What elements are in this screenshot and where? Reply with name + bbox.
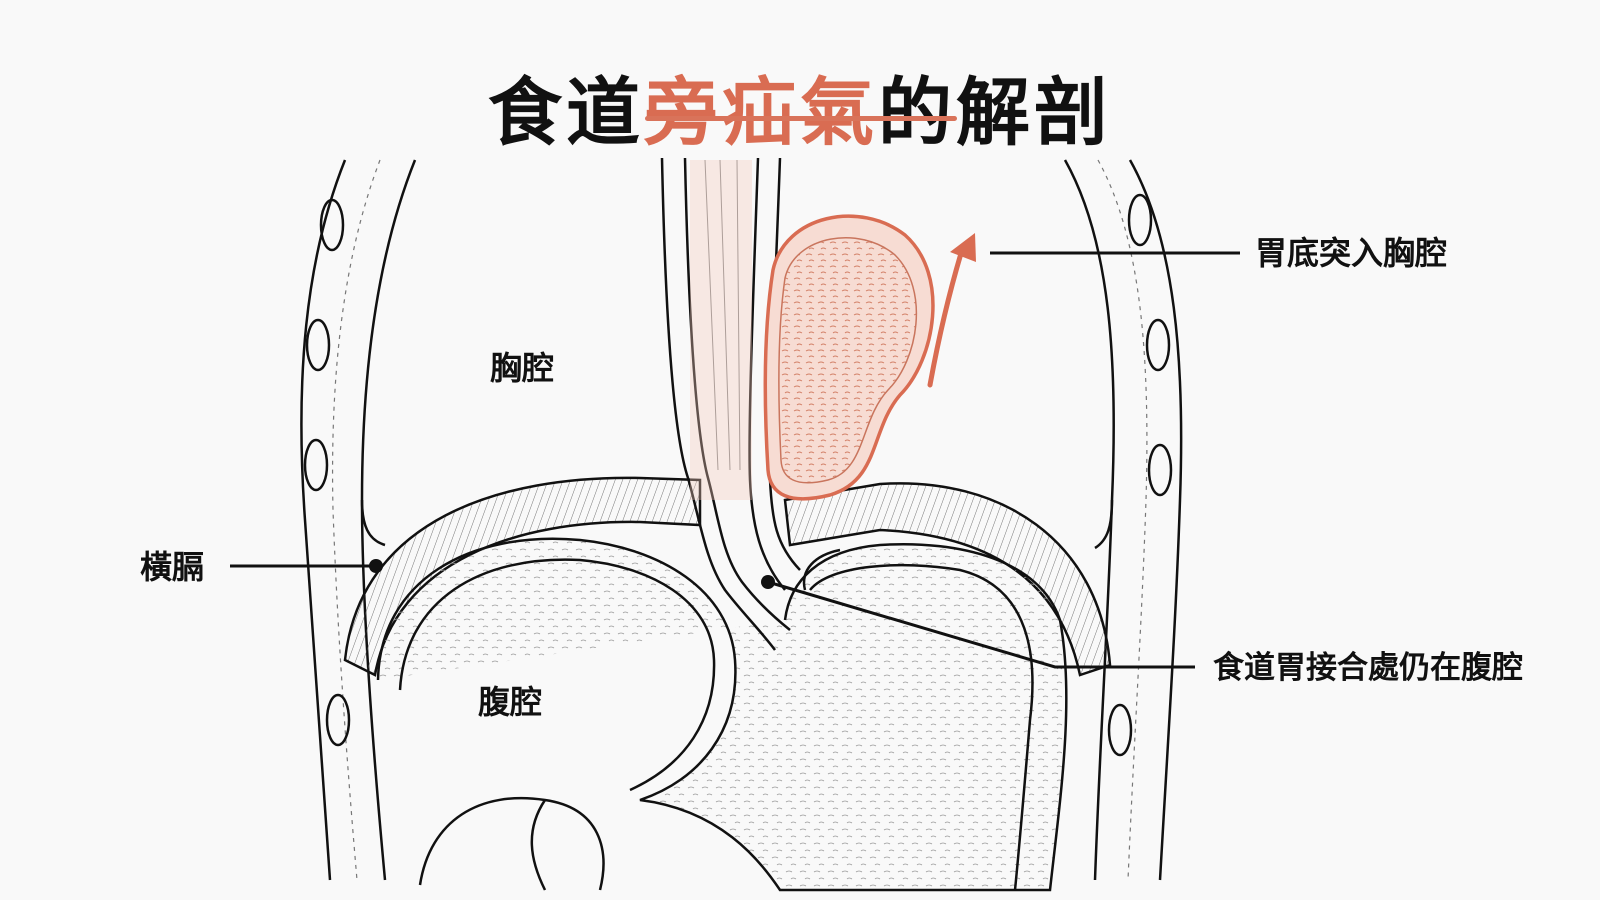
- label-diaphragm: 橫膈: [140, 548, 205, 586]
- right-chest-wall: [1063, 159, 1183, 881]
- leader-lines: [230, 251, 1240, 669]
- label-abdominal-cavity: 腹腔: [478, 683, 543, 721]
- pleural-lining: [360, 499, 1114, 550]
- left-chest-wall: [300, 159, 417, 881]
- title-highlight: 旁疝氣: [644, 69, 878, 156]
- gej-pointer-dot: [761, 575, 775, 589]
- title-part-1: 食道: [488, 69, 644, 156]
- label-fundus-herniation: 胃底突入胸腔: [1255, 234, 1448, 272]
- esophagus-highlight: [690, 160, 752, 500]
- stomach: [376, 537, 1068, 892]
- herniation-arrow: [927, 233, 976, 388]
- title-part-2: 的解剖: [878, 69, 1112, 156]
- diaphragm-pointer-dot: [369, 559, 383, 573]
- label-gej-in-abdomen: 食道胃接合處仍在腹腔: [1213, 650, 1523, 686]
- page-title: 食道旁疝氣的解剖: [0, 68, 1600, 158]
- herniated-fundus: [763, 214, 935, 501]
- label-thoracic-cavity: 胸腔: [490, 349, 555, 387]
- title-underline: [645, 116, 957, 121]
